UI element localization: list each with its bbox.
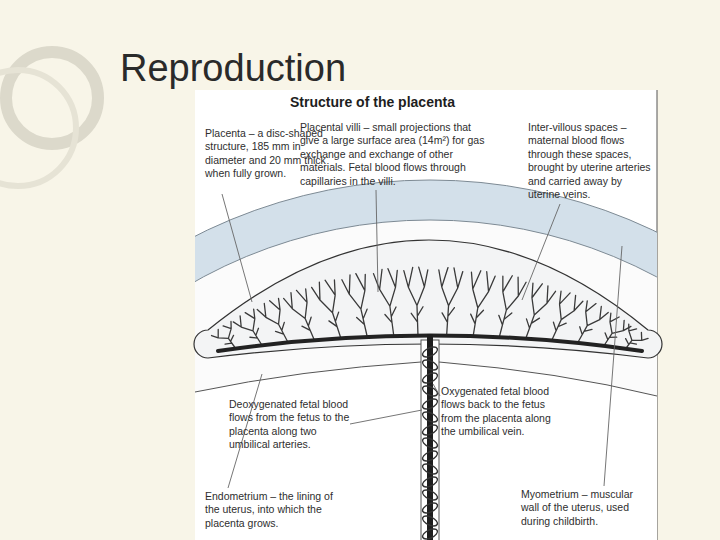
- callout-text: Placental villi – small projections that…: [300, 121, 492, 188]
- diagram-heading: Structure of the placenta: [290, 94, 510, 111]
- artery-coil: [421, 397, 439, 411]
- callout-text: Endometrium – the lining of the uterus, …: [205, 490, 339, 530]
- artery-coil: [421, 527, 439, 540]
- leader-line: [433, 384, 440, 396]
- callout-text: Myometrium – muscular wall of the uterus…: [521, 488, 653, 528]
- leader-line: [522, 204, 560, 300]
- leader-line: [376, 190, 378, 292]
- artery-coil: [421, 371, 439, 385]
- artery-coil: [421, 488, 439, 502]
- artery-coil: [421, 358, 439, 372]
- artery-coil: [421, 345, 439, 359]
- leader-line: [350, 410, 422, 424]
- leader-line: [222, 194, 252, 302]
- callout-text: Deoxygenated fetal blood flows from the …: [229, 398, 357, 452]
- villus: [283, 287, 326, 345]
- artery-coil: [421, 410, 439, 424]
- villus: [514, 281, 556, 343]
- villus: [568, 299, 610, 348]
- villus: [541, 289, 584, 345]
- artery-coil: [421, 514, 439, 528]
- leader-lines: [222, 190, 622, 488]
- artery-coil: [421, 449, 439, 463]
- umbilical-arteries: [421, 345, 439, 540]
- villus: [435, 267, 463, 337]
- artery-coil: [421, 436, 439, 450]
- umbilical-vein: [427, 334, 433, 540]
- villus: [404, 267, 430, 337]
- myometrium-band: [195, 180, 657, 540]
- artery-coil: [421, 501, 439, 515]
- leader-line: [604, 246, 622, 486]
- artery-coil: [421, 423, 439, 437]
- artery-coil: [421, 384, 439, 398]
- artery-coil: [421, 462, 439, 476]
- villus: [488, 273, 527, 340]
- endometrium-layer: [195, 220, 657, 540]
- decor-ring: [6, 52, 98, 144]
- villus: [461, 269, 495, 339]
- villus: [341, 272, 379, 340]
- callout-text: Oxygenated fetal blood flows back to the…: [441, 385, 567, 439]
- callout-text: Inter-villous spaces – maternal blood fl…: [528, 121, 656, 201]
- artery-coil: [421, 475, 439, 489]
- slide-title: Reproduction: [120, 46, 346, 90]
- decor-ring: [0, 70, 76, 186]
